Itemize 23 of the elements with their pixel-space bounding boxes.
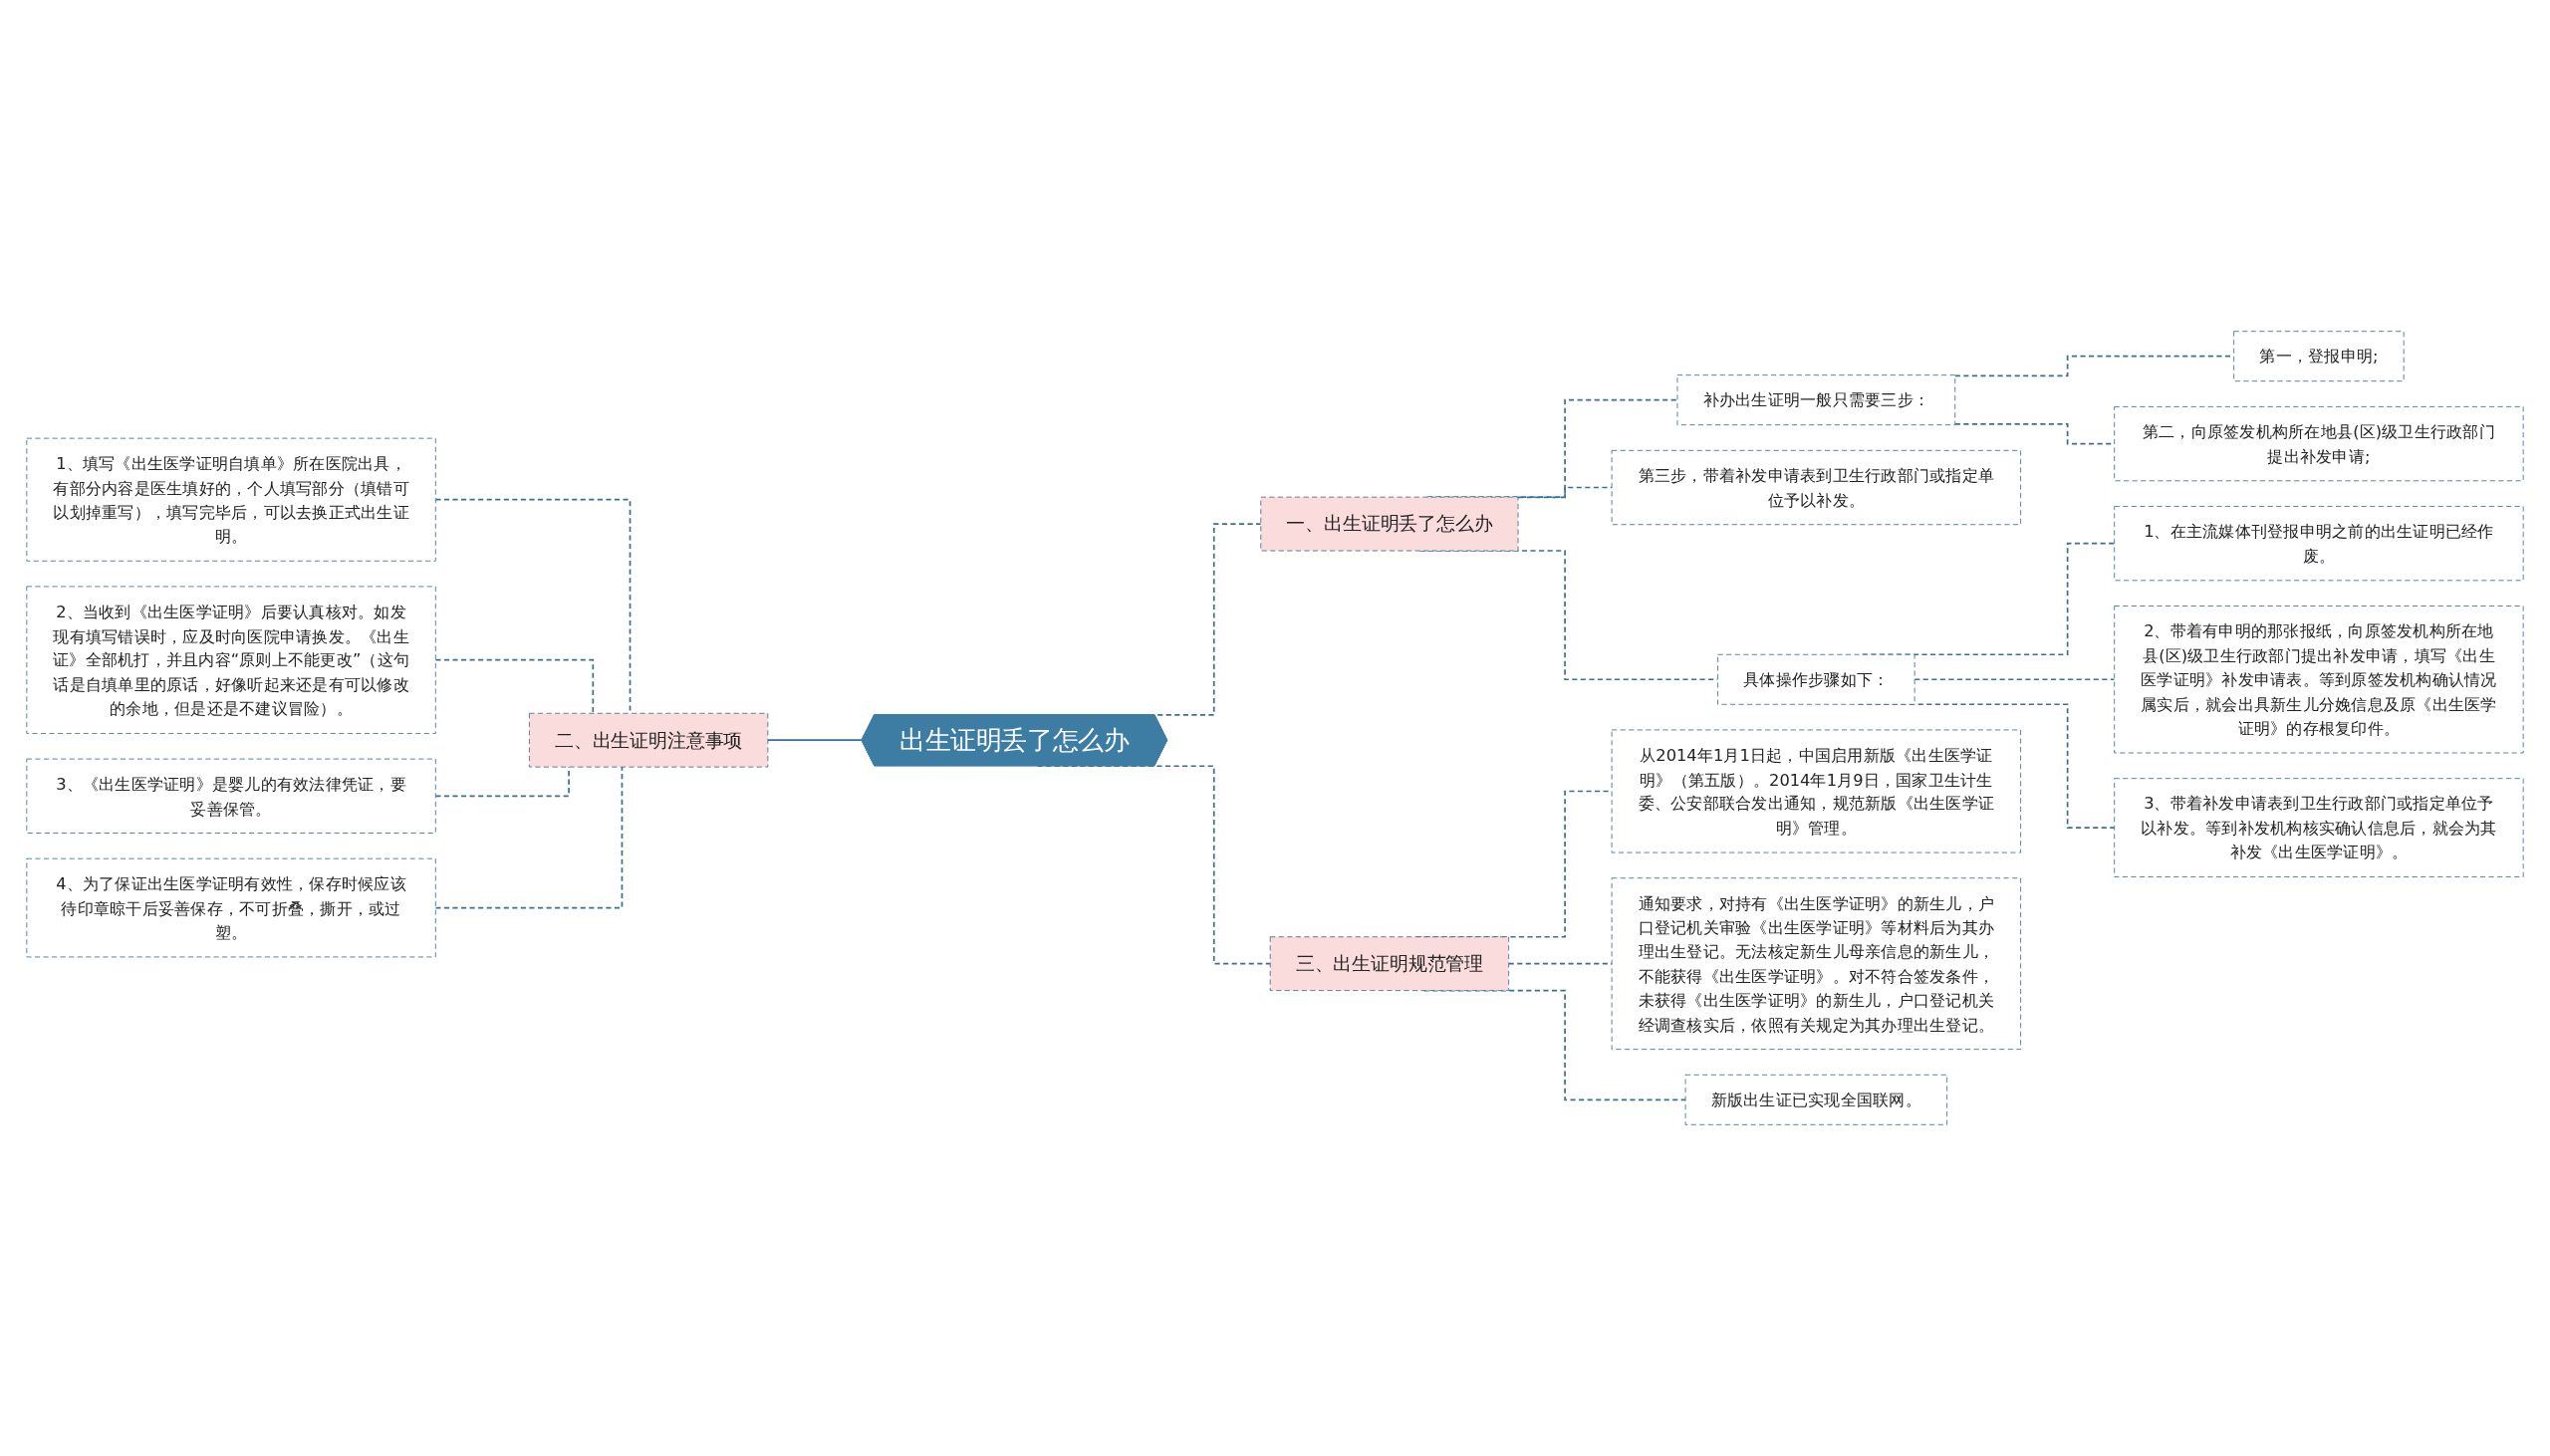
node-box: 3、带着补发申请表到卫生行政部门或指定单位予以补发。等到补发机构核实确认信息后，就会为其补发《出生医学证明》。 — [2114, 778, 2524, 877]
connector — [434, 658, 595, 715]
node-box: 第一，登报申明; — [2233, 331, 2405, 382]
node-box: 4、为了保证出生医学证明有效性，保存时候应该待印章晾干后妥善保存，不可折叠，撕开，或过塑。 — [26, 857, 436, 958]
node-box: 新版出生证已实现全国联网。 — [1684, 1074, 1948, 1125]
connector — [434, 498, 632, 715]
node-box: 第三步，带着补发申请表到卫生行政部门或指定单位予以补发。 — [1611, 449, 2022, 526]
connector — [434, 766, 624, 909]
node-box: 三、出生证明规范管理 — [1269, 936, 1510, 992]
node-box: 1、填写《出生医学证明自填单》所在医院出具，有部分内容是医生填好的，个人填写部分（填错可以划掉重写），填写完毕后，可以去换正式出生证明。 — [26, 437, 436, 562]
connector — [1913, 678, 2116, 681]
node-box: 第二，向原签发机构所在地县(区)级卫生行政部门提出补发申请; — [2114, 405, 2524, 482]
node-box: 3、《出生医学证明》是婴儿的有效法律凭证，要妥善保管。 — [26, 758, 436, 834]
node-box: 2、带着有申明的那张报纸，向原签发机构所在地县(区)级卫生行政部门提出补发申请，填写《出生医学证明》补发申请表。等到原签发机构确认情况属实后，就会出具新生儿分娩信息及原《出生医学证明》的存根复印件。 — [2114, 606, 2524, 754]
node-box: 1、在主流媒体刊登报申明之前的出生证明已经作废。 — [2114, 506, 2524, 582]
node-box: 从2014年1月1日起，中国启用新版《出生医学证明》（第五版）。2014年1月9日，国家卫生计生委、公安部联合发出通知，规范新版《出生医学证明》管理。 — [1611, 729, 2022, 853]
node-box: 补办出生证明一般只需要三步： — [1676, 374, 1956, 426]
node-box: 具体操作步骤如下： — [1717, 653, 1915, 705]
node-box: 二、出生证明注意事项 — [528, 712, 769, 768]
node-box: 2、当收到《出生医学证明》后要认真核对。如发现有填写错误时，应及时向医院申请换发。《出生证》全部机打，并且内容“原则上不能更改”（这句话是自填单里的原话，好像听起来还是有可以修改的余地，但是还是不建议冒险）。 — [26, 586, 436, 734]
node-box: 通知要求，对持有《出生医学证明》的新生儿，户口登记机关审验《出生医学证明》等材料后为其办理出生登记。无法核定新生儿母亲信息的新生儿，不能获得《出生医学证明》。对不符合签发条件，未获得《出生医学证明》的新生儿，户口登记机关经调查核实后，依照有关规定为其办理出生登记。 — [1611, 877, 2022, 1051]
node-box: 一、出生证明丢了怎么办 — [1260, 496, 1519, 552]
connector — [767, 739, 864, 742]
